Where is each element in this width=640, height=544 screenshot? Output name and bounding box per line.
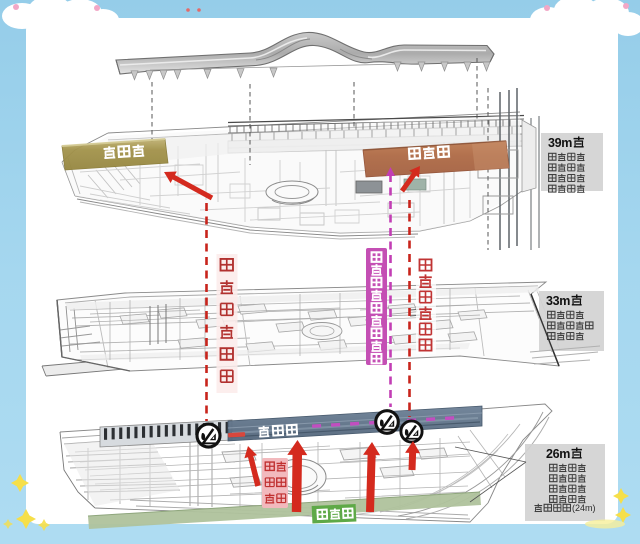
svg-text:(24m): (24m) [572,503,596,513]
svg-text:33m: 33m [546,294,570,308]
svg-text:39m: 39m [548,136,572,150]
svg-text:26m: 26m [546,447,570,461]
